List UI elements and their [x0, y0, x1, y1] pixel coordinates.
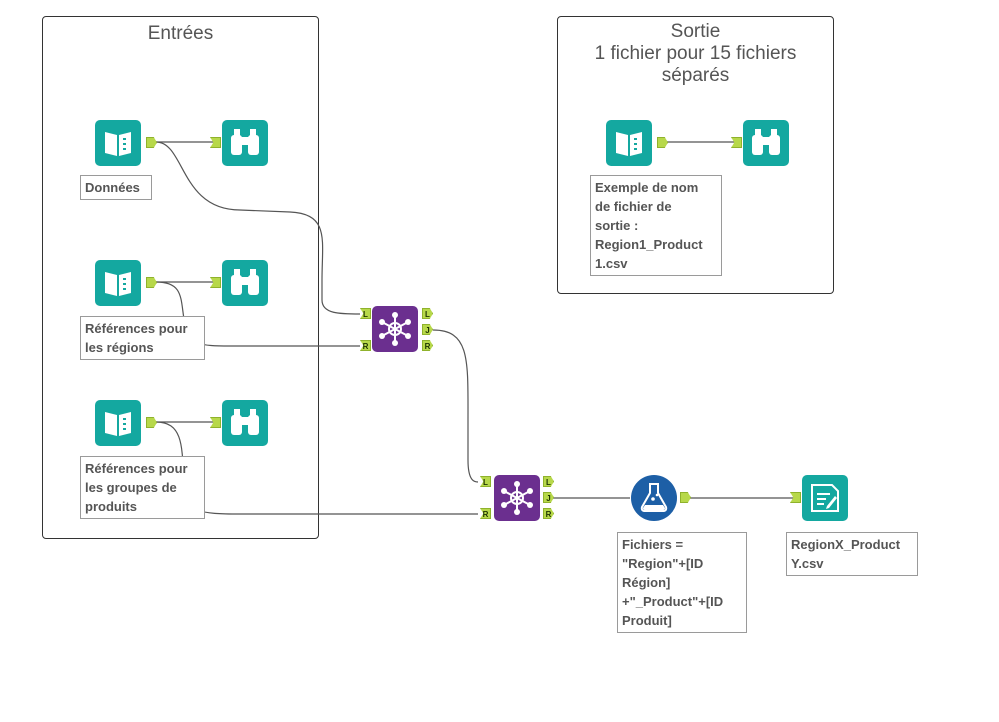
output-anchor[interactable]: [146, 137, 157, 148]
join1-join-output-anchor[interactable]: J: [422, 324, 433, 335]
flask-icon: [640, 483, 668, 512]
output-file-tool[interactable]: [802, 475, 848, 521]
browse-tool-2[interactable]: [222, 260, 268, 306]
input-produits-label: Références pour les groupes de produits: [80, 456, 205, 519]
inputs-container[interactable]: Entrées: [42, 16, 319, 539]
output-anchor[interactable]: [146, 417, 157, 428]
book-input-icon: [105, 272, 131, 296]
join2-join-output-anchor[interactable]: J: [543, 492, 554, 503]
join-network-icon: [501, 481, 533, 515]
output-anchor[interactable]: [657, 137, 668, 148]
input-produits-tool[interactable]: [95, 400, 141, 446]
input-donnees-tool[interactable]: [95, 120, 141, 166]
join-tool-2[interactable]: [494, 475, 540, 521]
output-anchor[interactable]: [146, 277, 157, 288]
book-input-icon: [105, 132, 131, 156]
browse-tool-3[interactable]: [222, 400, 268, 446]
binoculars-icon: [231, 409, 259, 435]
browse-tool-1[interactable]: [222, 120, 268, 166]
output-container-title: Sortie 1 fichier pour 15 fichiers séparé…: [594, 21, 797, 86]
book-input-icon: [105, 412, 131, 436]
output-file-label: RegionX_Product Y.csv: [786, 532, 918, 576]
formula-label: Fichiers = "Region"+[ID Région] +"_Produ…: [617, 532, 747, 633]
formula-tool[interactable]: [631, 475, 677, 521]
inputs-container-title: Entrées: [147, 23, 214, 44]
wire-join1-join2: [432, 329, 479, 483]
wire-donnees-join1: [155, 141, 361, 315]
input-donnees-label: Données: [80, 175, 152, 200]
join-network-icon: [379, 312, 411, 346]
output-file-icon: [811, 484, 839, 512]
binoculars-icon: [231, 129, 259, 155]
join1-left-output-anchor[interactable]: L: [422, 308, 433, 319]
input-example-label: Exemple de nom de fichier de sortie : Re…: [590, 175, 722, 276]
book-input-icon: [616, 132, 642, 156]
join2-right-output-anchor[interactable]: R: [543, 508, 554, 519]
input-regions-tool[interactable]: [95, 260, 141, 306]
join-tool-1[interactable]: [372, 306, 418, 352]
join1-right-output-anchor[interactable]: R: [422, 340, 433, 351]
output-anchor[interactable]: [680, 492, 691, 503]
input-regions-label: Références pour les régions: [80, 316, 205, 360]
input-example-tool[interactable]: [606, 120, 652, 166]
browse-tool-4[interactable]: [743, 120, 789, 166]
binoculars-icon: [752, 129, 780, 155]
binoculars-icon: [231, 269, 259, 295]
join2-left-output-anchor[interactable]: L: [543, 476, 554, 487]
